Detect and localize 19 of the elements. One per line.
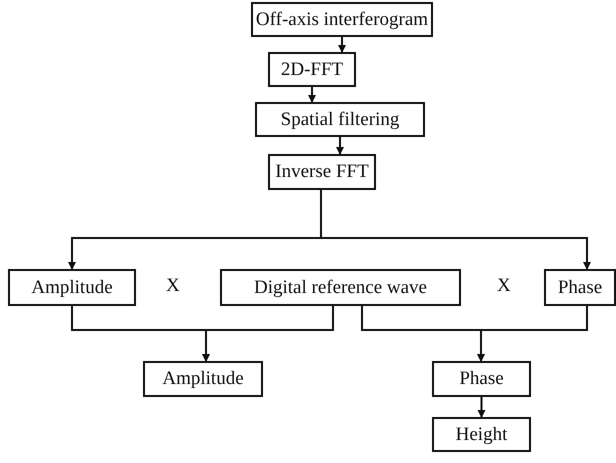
process-box: Height — [432, 417, 531, 452]
process-box: Digital reference wave — [220, 269, 461, 306]
process-box: Off-axis interferogram — [251, 2, 433, 37]
process-box: 2D-FFT — [268, 52, 356, 87]
process-box: Phase — [544, 269, 616, 306]
multiply-sign: X — [497, 275, 511, 297]
arrow — [478, 397, 486, 418]
arrow — [320, 190, 591, 270]
arrow — [477, 306, 588, 362]
process-box: Amplitude — [143, 361, 263, 397]
arrow — [202, 306, 334, 362]
process-box: Amplitude — [8, 269, 136, 306]
arrow — [308, 87, 316, 103]
multiply-sign: X — [166, 275, 180, 297]
arrow — [338, 37, 346, 53]
process-box: Spatial filtering — [255, 102, 425, 137]
process-box: Inverse FFT — [268, 154, 376, 190]
arrow — [336, 137, 344, 155]
process-box: Phase — [432, 361, 531, 397]
